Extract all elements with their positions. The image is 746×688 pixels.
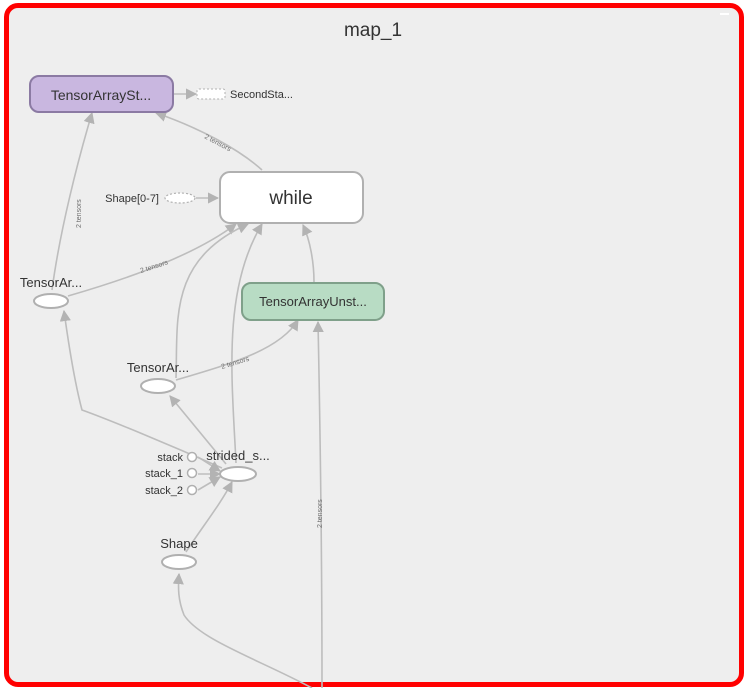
node-label-stack-1: stack_1	[145, 468, 183, 480]
graph-frame	[4, 3, 744, 687]
node-label-stack: stack	[157, 452, 183, 464]
edge-input-to-shape	[172, 572, 313, 688]
edge-label-mid-to-unst: 2 tensors	[221, 356, 251, 371]
node-label-while: while	[268, 188, 312, 209]
node-label-shape-range: Shape[0-7]	[105, 193, 159, 205]
edge-label-input-to-unst: 2 tensors	[317, 499, 324, 528]
node-shape-range[interactable]: Shape[0-7]	[105, 192, 196, 205]
edge-unst-to-while	[302, 223, 315, 283]
edge-label-left-to-tensorarrayst: 2 tensors	[76, 199, 83, 228]
node-shape[interactable]: Shape	[160, 536, 198, 570]
node-label-shape: Shape	[160, 536, 198, 551]
node-label-tensor-ar-mid: TensorAr...	[127, 360, 189, 375]
edge-mid-to-while	[175, 223, 250, 379]
node-tensor-array-st[interactable]: TensorArraySt...	[29, 75, 174, 113]
graph-title: map_1	[344, 20, 402, 41]
edge-input-to-unst	[312, 320, 324, 688]
node-tensor-ar-left[interactable]: TensorAr...	[20, 275, 82, 309]
edge-mid-to-unst	[175, 319, 299, 381]
edge-while-to-tensorarrayst	[154, 110, 263, 171]
node-label-tensor-ar-left: TensorAr...	[20, 275, 82, 290]
edge-left-to-tensorarrayst	[51, 111, 95, 291]
node-label-stack-2: stack_2	[145, 485, 183, 497]
node-second-sta[interactable]: SecondSta...	[196, 88, 293, 101]
node-tensor-ar-mid[interactable]: TensorAr...	[127, 360, 189, 394]
node-tensor-array-unst[interactable]: TensorArrayUnst...	[241, 282, 385, 321]
node-stack[interactable]: stack	[157, 451, 198, 464]
node-stack-2[interactable]: stack_2	[145, 484, 198, 497]
node-while[interactable]: while	[219, 171, 364, 224]
node-label-tensor-array-unst: TensorArrayUnst...	[259, 294, 367, 309]
node-label-tensor-array-st: TensorArraySt...	[51, 87, 151, 103]
edge-strided-to-mid	[169, 395, 227, 465]
node-label-second-sta: SecondSta...	[230, 89, 293, 101]
edge-label-while-to-tensorarrayst: 2 tensors	[203, 134, 232, 154]
edge-shape-to-strided	[185, 481, 233, 553]
edge-strided-to-left	[59, 309, 223, 469]
edge-left-to-while	[67, 223, 237, 297]
edge-stack2-to-strided	[197, 476, 221, 491]
collapse-icon[interactable]	[720, 13, 729, 15]
node-stack-1[interactable]: stack_1	[145, 467, 198, 480]
node-label-strided-s: strided_s...	[206, 448, 270, 463]
edge-label-left-to-while: 2 tensors	[139, 259, 169, 275]
node-strided-s[interactable]: strided_s...	[206, 448, 270, 482]
edge-strided-to-while	[231, 223, 263, 464]
